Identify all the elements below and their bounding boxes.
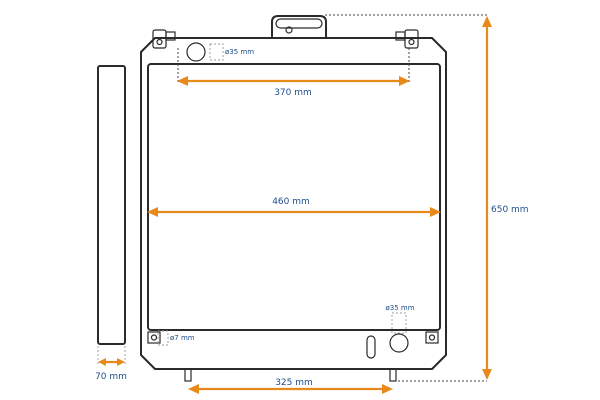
dimension-top-spacing: 370 mm (177, 76, 410, 98)
dimension-bottom-spacing: 325 mm (188, 378, 393, 394)
side-view: 70 mm (95, 65, 127, 382)
bottom-outlet-detail (391, 312, 407, 334)
core-width-label: 460 mm (272, 197, 310, 207)
top-spacing-label: 370 mm (274, 88, 312, 98)
overall-height-label: 650 mm (491, 205, 529, 215)
top-outlet-detail (209, 43, 224, 61)
drain-slot (366, 335, 376, 359)
radiator-core (147, 63, 441, 331)
bottom-outlet (389, 333, 409, 353)
depth-label: 70 mm (95, 372, 127, 382)
bottom-pin-right (389, 368, 397, 382)
bottom-spacing-label: 325 mm (275, 378, 313, 388)
filler-neck (271, 15, 327, 38)
bottom-outlet-diameter-label: ø35 mm (385, 304, 414, 312)
top-bracket-left (152, 29, 176, 49)
radiator-frame (140, 37, 447, 370)
top-outlet-diameter-label: ø35 mm (225, 48, 254, 56)
mount-hole-detail (157, 330, 169, 346)
top-bracket-right (395, 29, 419, 49)
bottom-pin-left (184, 368, 192, 382)
mount-hole-diameter-label: ø7 mm (170, 334, 195, 342)
dimension-core-width: 460 mm (147, 197, 441, 217)
front-view: ø35 mm ø7 mm ø35 mm (140, 15, 447, 382)
dimension-overall-height: 650 mm (325, 14, 529, 382)
filler-cap (271, 15, 327, 38)
filler-cap-hole (285, 26, 293, 34)
top-outlet (186, 42, 206, 62)
filler-cap-top (275, 18, 323, 29)
dimension-depth (98, 358, 125, 366)
bottom-bracket-right (425, 331, 439, 344)
side-view-body (97, 65, 126, 345)
bottom-bracket-left (147, 331, 161, 344)
